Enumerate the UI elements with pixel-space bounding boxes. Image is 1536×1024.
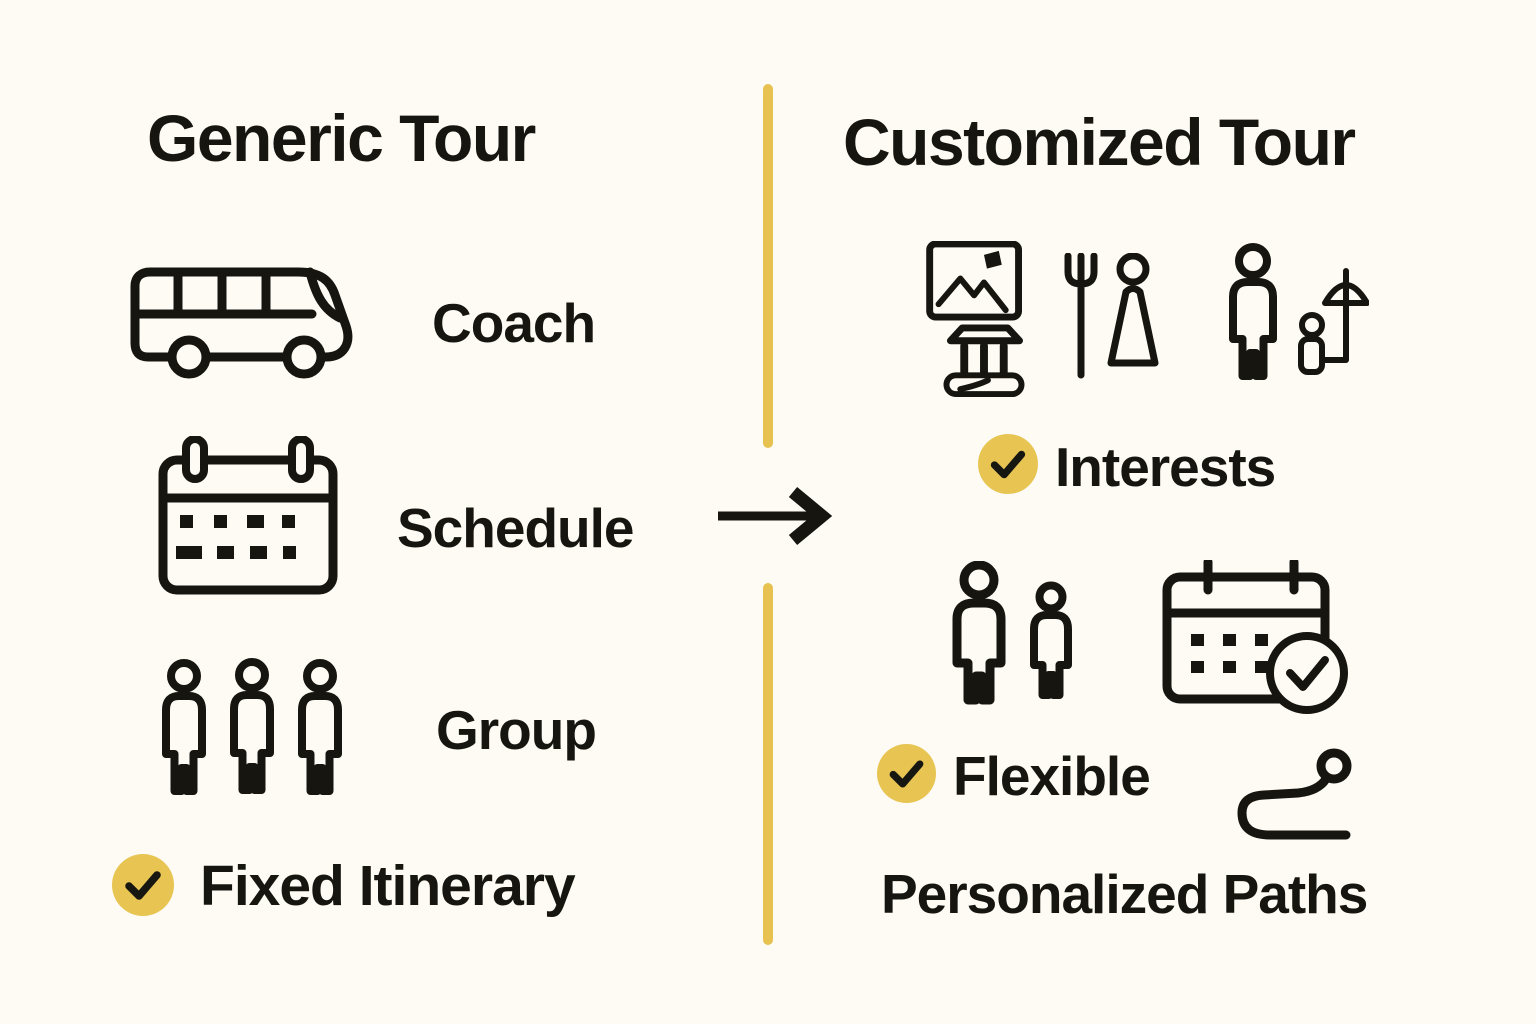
divider-top-segment bbox=[763, 84, 773, 448]
check-icon bbox=[877, 744, 936, 803]
fixed-itinerary-label: Fixed Itinerary bbox=[200, 854, 576, 918]
art-museum-icon bbox=[926, 241, 1040, 399]
calendar-check-icon bbox=[1160, 560, 1348, 718]
flexible-label: Flexible bbox=[953, 745, 1151, 807]
generic-tour-title: Generic Tour bbox=[147, 101, 536, 175]
schedule-label: Schedule bbox=[397, 497, 635, 559]
dining-icon bbox=[1056, 253, 1164, 381]
winding-path-icon bbox=[1228, 748, 1354, 844]
divider-bottom-segment bbox=[763, 583, 773, 945]
couple-icon bbox=[945, 561, 1087, 713]
group-label: Group bbox=[436, 699, 597, 761]
group-icon bbox=[152, 658, 352, 800]
coach-label: Coach bbox=[432, 292, 596, 354]
calendar-icon bbox=[153, 436, 343, 598]
personalized-paths-caption: Personalized Paths bbox=[881, 863, 1368, 925]
interests-label: Interests bbox=[1055, 436, 1276, 498]
right-arrow-icon bbox=[714, 486, 836, 546]
check-icon bbox=[112, 854, 174, 916]
check-icon bbox=[978, 434, 1038, 494]
customized-tour-title: Customized Tour bbox=[843, 105, 1356, 179]
family-umbrella-icon bbox=[1213, 243, 1369, 395]
bus-icon bbox=[126, 262, 368, 388]
